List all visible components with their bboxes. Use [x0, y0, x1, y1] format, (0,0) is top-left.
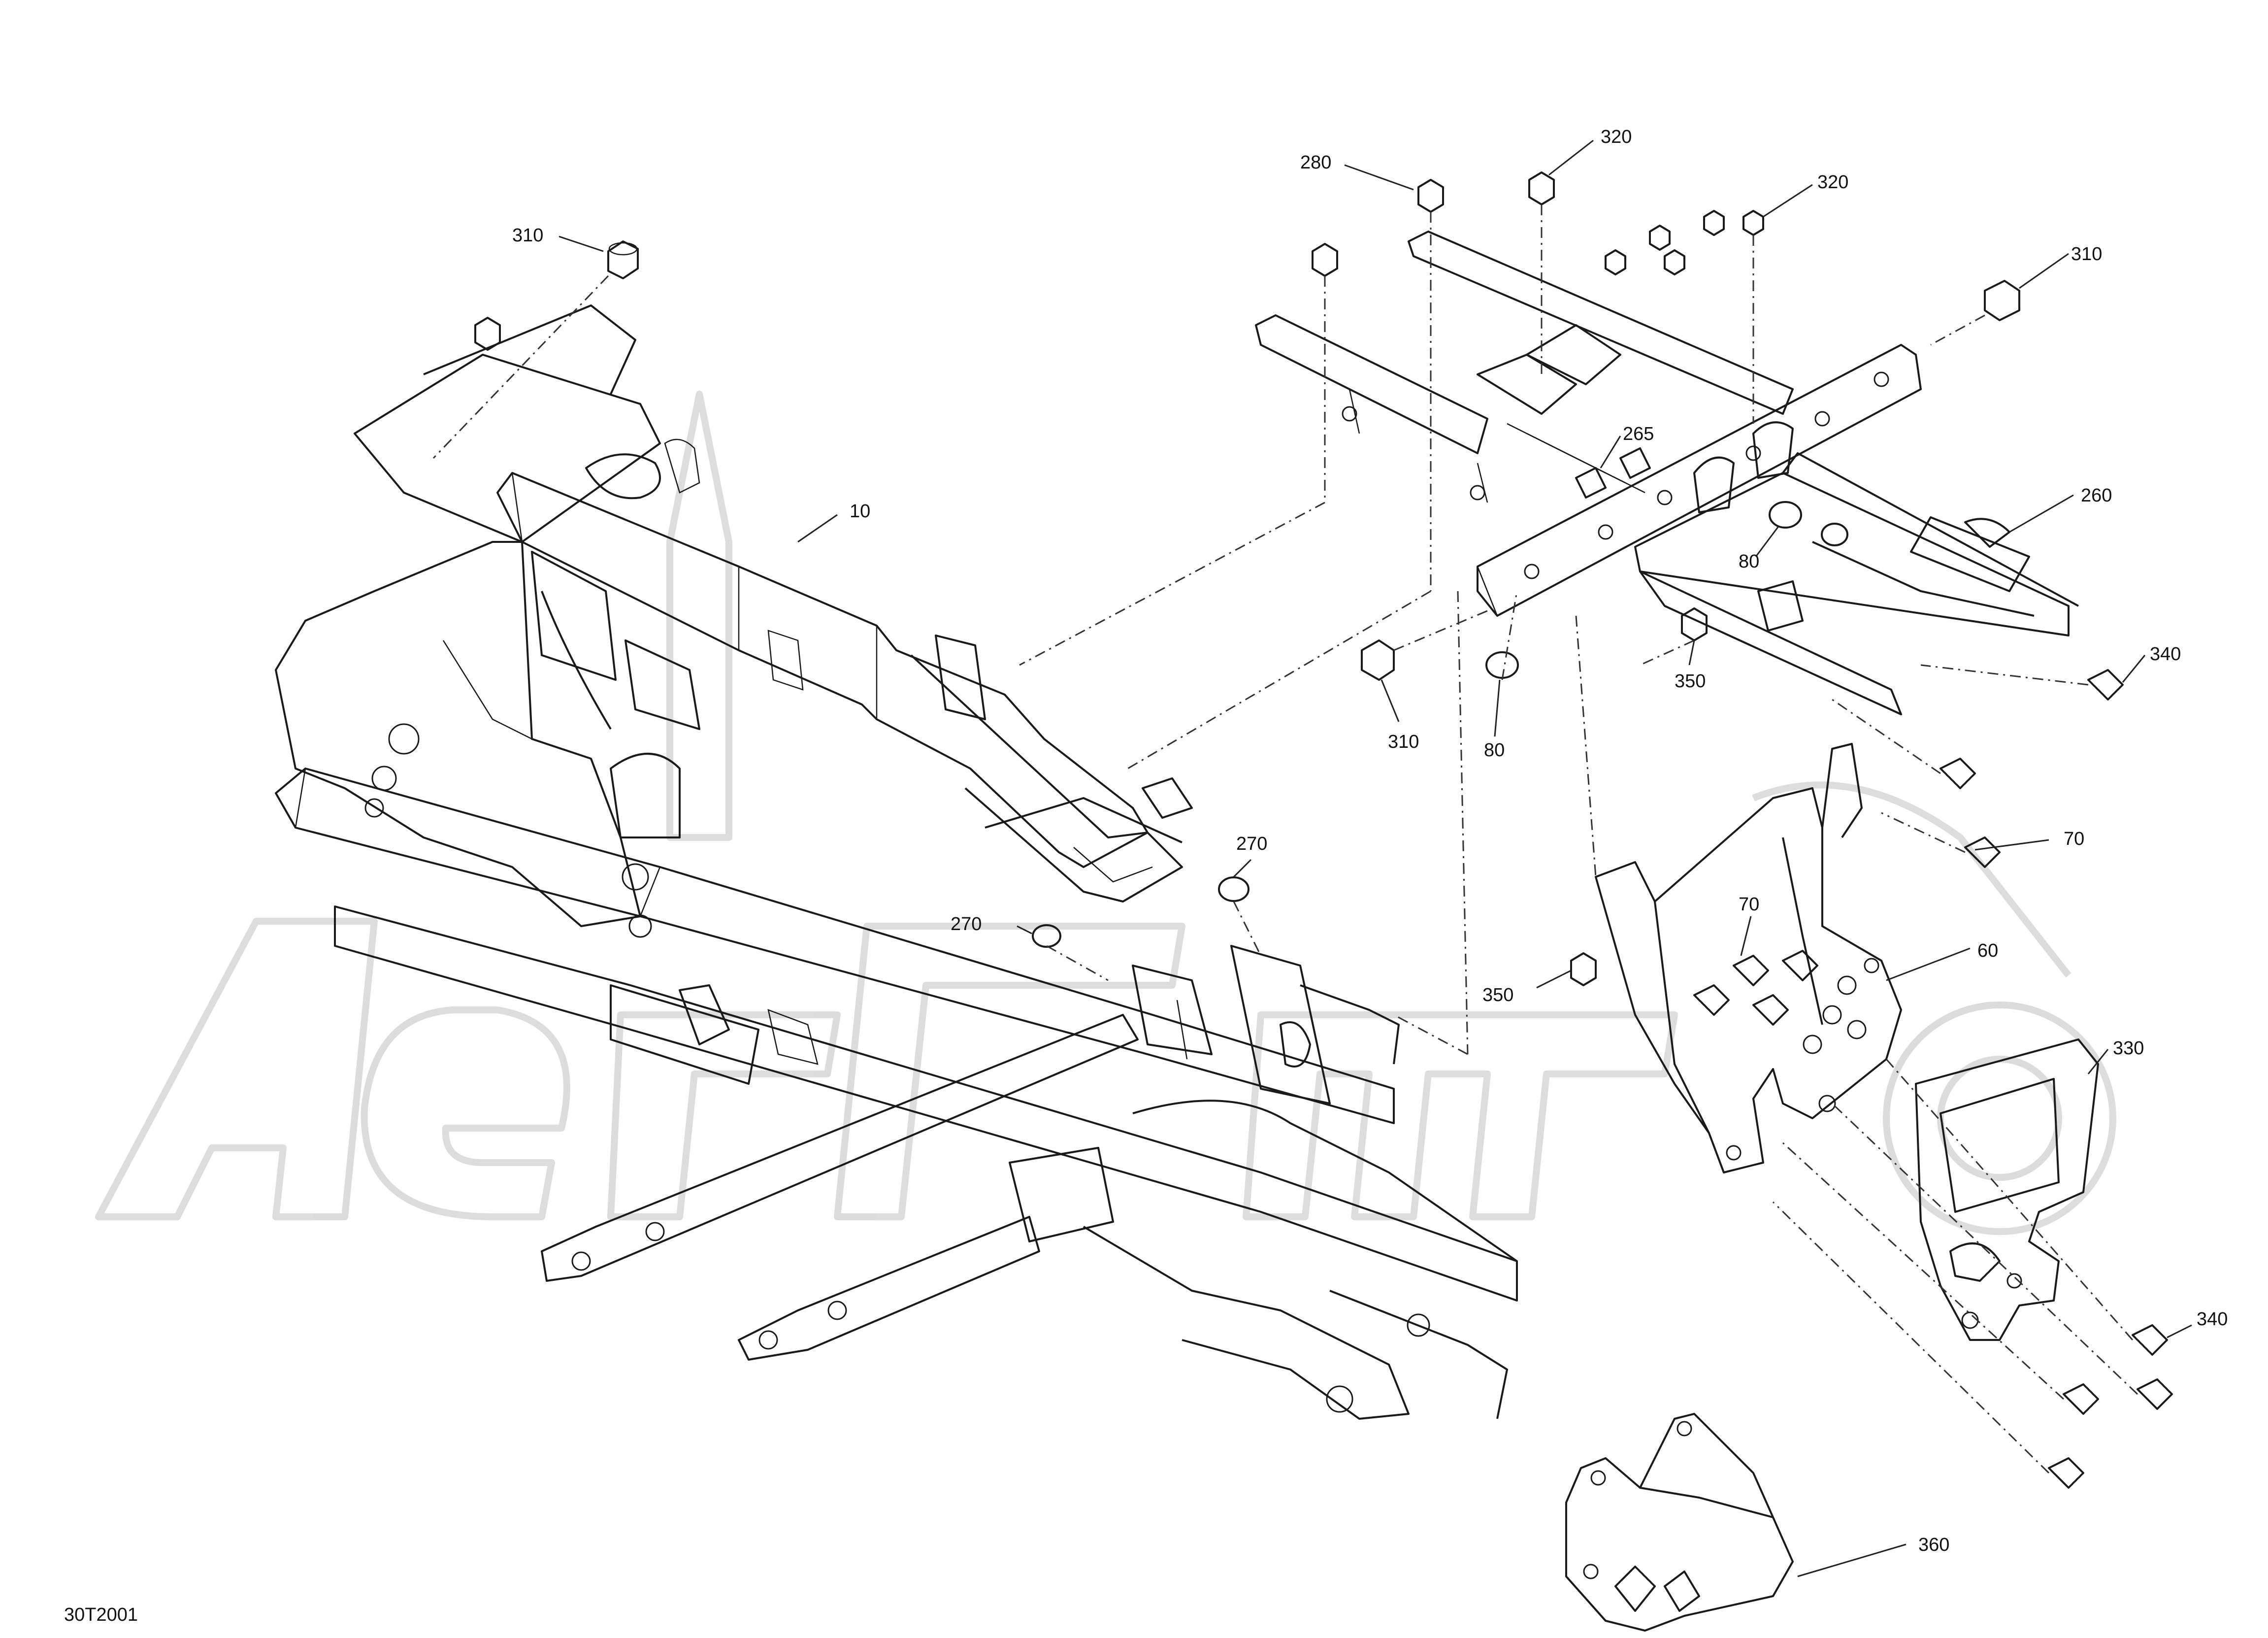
callout-labels: 310 10 280 320 320 310 265 260 80 310 80…: [512, 127, 2228, 1555]
hardware: [474, 171, 2173, 1489]
alignment-lines: [432, 204, 2138, 1474]
rear-frame-260: [1255, 231, 2079, 715]
callout-350: 350: [1675, 671, 1706, 692]
callout-310: 310: [512, 225, 543, 246]
leader-lines: [559, 139, 2192, 1577]
callout-330: 330: [2113, 1038, 2144, 1059]
callout-270: 270: [951, 914, 982, 935]
callout-70: 70: [2064, 829, 2084, 849]
callout-80: 80: [1739, 551, 1759, 572]
skid-plate-330: [1915, 1038, 2099, 1341]
callout-80: 80: [1484, 740, 1505, 761]
callout-320: 320: [1601, 127, 1632, 147]
callout-310: 310: [2071, 244, 2102, 265]
callout-60: 60: [1977, 940, 1998, 961]
callout-350: 350: [1482, 985, 1513, 1005]
callout-310: 310: [1388, 732, 1419, 752]
lower-bracket-360: [1565, 1413, 1794, 1632]
main-frame-10: [275, 304, 1518, 1420]
callout-320: 320: [1817, 172, 1848, 193]
callout-70: 70: [1739, 894, 1759, 915]
diagram-code: 30T2001: [64, 1605, 138, 1625]
watermark: [95, 391, 2116, 1235]
callout-260: 260: [2081, 485, 2112, 506]
callout-360: 360: [1918, 1535, 1949, 1555]
callout-340: 340: [2150, 644, 2181, 665]
callout-270: 270: [1236, 834, 1267, 854]
callout-265: 265: [1623, 424, 1654, 444]
callout-10: 10: [850, 501, 870, 522]
callout-340: 340: [2197, 1309, 2228, 1330]
callout-280: 280: [1300, 152, 1331, 173]
rear-bracket-60: [1595, 743, 1902, 1173]
